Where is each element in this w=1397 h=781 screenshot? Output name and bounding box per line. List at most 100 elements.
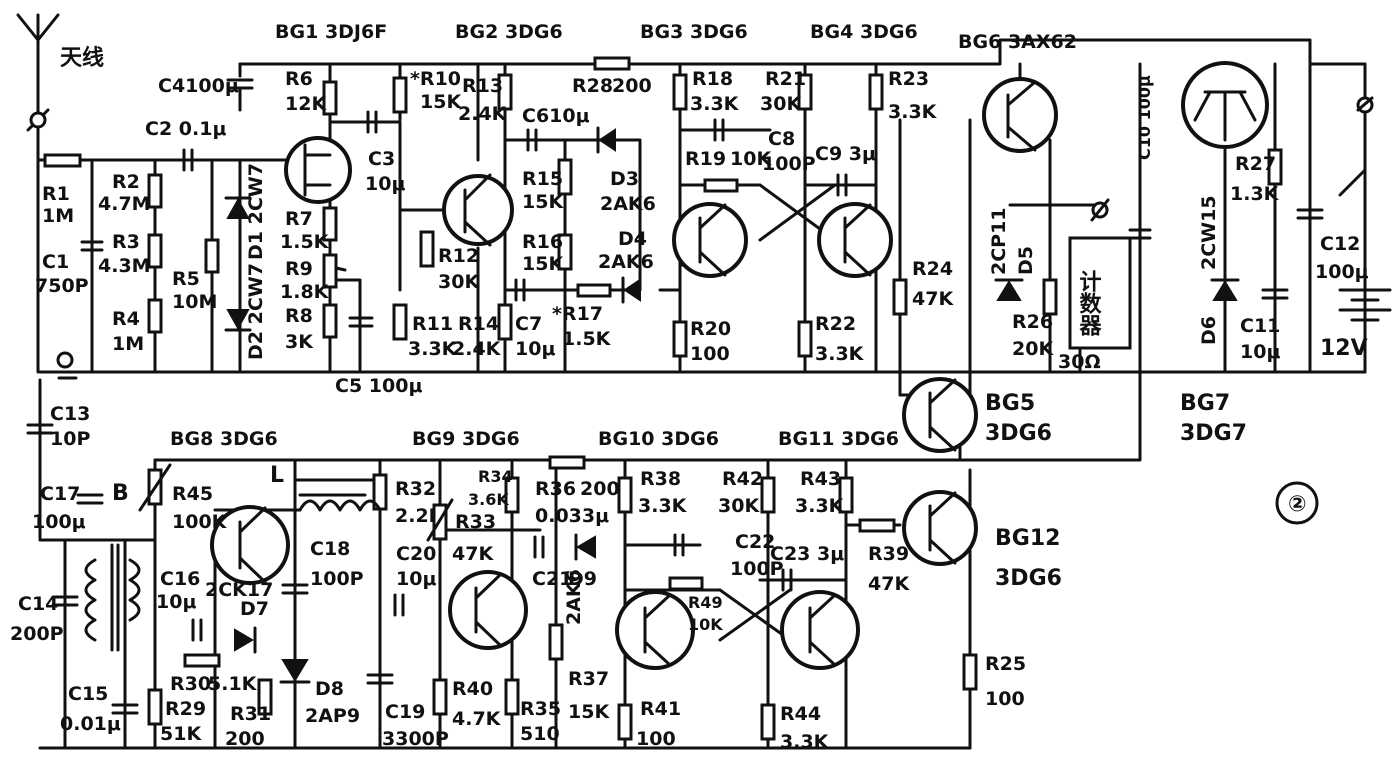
resistor-r17: *R17 1.5K xyxy=(552,285,612,350)
r44-value: 3.3K xyxy=(780,731,830,753)
r43-value: 3.3K xyxy=(795,495,845,517)
c6-name: C6 xyxy=(522,105,549,127)
svg-text:D2 2CW7: D2 2CW7 xyxy=(245,263,267,360)
transistor-bg9: BG9 3DG6 xyxy=(412,428,526,648)
svg-text:BG1 3DJ6F: BG1 3DJ6F xyxy=(275,21,387,43)
r23-value: 3.3K xyxy=(888,101,938,123)
r39-value: 47K xyxy=(868,573,910,595)
svg-text:BG4 3DG6: BG4 3DG6 xyxy=(810,21,918,43)
r15-name: R15 xyxy=(522,168,563,190)
resistor-r31: R31 200 xyxy=(225,680,271,750)
capacitor-c4: C4100μ xyxy=(158,75,252,110)
capacitor-c20: C20 10μ xyxy=(395,543,436,615)
r40-value: 4.7K xyxy=(452,708,502,730)
r4-value: 1M xyxy=(112,333,144,355)
r42-name: R42 xyxy=(722,468,763,490)
r35-value: 510 xyxy=(520,723,560,745)
bg9-type: 3DG6 xyxy=(462,428,520,450)
bg5-type: 3DG6 xyxy=(985,421,1052,446)
c3-value: 10μ xyxy=(365,173,405,195)
r3-name: R3 xyxy=(112,231,140,253)
bg8-name: BG8 xyxy=(170,428,213,450)
counter-box: 计数器 30Ω xyxy=(1058,238,1130,373)
c9-name: C9 xyxy=(815,143,842,165)
resistor-r9: R9 1.8K xyxy=(280,255,345,303)
counter-value: 30Ω xyxy=(1058,351,1101,373)
bg4-type: 3DG6 xyxy=(860,21,918,43)
transistor-bg5: BG5 3DG6 xyxy=(904,379,1052,451)
r22-name: R22 xyxy=(815,313,856,335)
bg10-name: BG10 xyxy=(598,428,655,450)
capacitor-c18: C18 100P xyxy=(283,538,364,593)
battery-label: 12V xyxy=(1320,336,1368,361)
r33-name: R33 xyxy=(455,511,496,533)
coil-l: L xyxy=(270,463,380,510)
r7-value: 1.5K xyxy=(280,231,330,253)
capacitor-c15: C15 0.01μ xyxy=(60,683,137,735)
counter-label: 计数器 xyxy=(1076,270,1103,337)
r25-value: 100 xyxy=(985,688,1025,710)
r20-value: 100 xyxy=(690,343,730,365)
resistor-r41: R41 100 xyxy=(619,698,681,750)
r31-value: 200 xyxy=(225,728,265,750)
c1-name: C1 xyxy=(42,251,69,273)
c2-name: C2 xyxy=(145,118,172,140)
transistor-bg12: BG12 3DG6 xyxy=(904,492,1062,591)
resistor-r24: R24 47K xyxy=(894,258,954,314)
r15-value: 15K xyxy=(522,191,564,213)
r8-value: 3K xyxy=(285,331,314,353)
r9-value: 1.8K xyxy=(280,281,330,303)
resistor-r32: R32 2.2K xyxy=(374,475,445,527)
r33-value: 47K xyxy=(452,543,494,565)
r8-name: R8 xyxy=(285,305,313,327)
r22-value: 3.3K xyxy=(815,343,865,365)
c9-value: 3μ xyxy=(849,143,876,165)
c11-name: C11 xyxy=(1240,315,1280,337)
capacitor-c6: C610μ xyxy=(522,105,590,150)
c17-name: C17 xyxy=(40,483,80,505)
battery-symbol: 12V xyxy=(1320,290,1390,361)
r45-name: R45 xyxy=(172,483,213,505)
capacitor-c10: C10 100μ xyxy=(1130,75,1154,238)
r12-name: R12 xyxy=(438,245,479,267)
r6-name: R6 xyxy=(285,68,313,90)
transistor-bg3: BG3 3DG6 xyxy=(640,21,748,276)
diode-d2: D2 2CW7 xyxy=(226,263,267,360)
r32-value: 2.2K xyxy=(395,505,445,527)
resistor-r45: R45 100K xyxy=(140,465,228,533)
r39-name: R39 xyxy=(868,543,909,565)
resistor-r28: R28 200 xyxy=(572,58,652,97)
r19-name: R19 xyxy=(685,148,726,170)
svg-text:C2 0.1μ: C2 0.1μ xyxy=(145,118,226,140)
svg-text:C4100μ: C4100μ xyxy=(158,75,239,97)
resistor-r8: R8 3K xyxy=(285,305,336,353)
bg7-name: BG7 xyxy=(1180,391,1230,416)
capacitor-c3: C3 10μ xyxy=(365,112,405,195)
r30-name: R30 xyxy=(170,673,211,695)
c14-name: C14 xyxy=(18,593,58,615)
c22-name: C22 xyxy=(735,531,775,553)
transistor-bg1: BG1 3DJ6F xyxy=(275,21,387,202)
figure-number-label: ② xyxy=(1288,492,1307,517)
d9-type: 2AK6 xyxy=(563,569,585,625)
c6-value: 10μ xyxy=(549,105,589,127)
resistor-r14: R14 2.4K xyxy=(452,305,511,360)
svg-text:BG3 3DG6: BG3 3DG6 xyxy=(640,21,748,43)
d3-name: D3 xyxy=(610,168,639,190)
capacitor-c5: C5 100μ xyxy=(335,318,422,397)
antenna-label: 天线 xyxy=(60,45,104,71)
resistor-r36: R36 200 xyxy=(535,457,620,500)
resistor-r42: R42 30K xyxy=(718,468,774,517)
bg2-type: 3DG6 xyxy=(505,21,563,43)
r34-value: 3.6K xyxy=(468,490,509,509)
svg-text:C5 100μ: C5 100μ xyxy=(335,375,422,397)
r29-value: 51K xyxy=(160,723,202,745)
bg11-type: 3DG6 xyxy=(841,428,899,450)
c10-name: C10 xyxy=(1135,126,1154,160)
resistor-r12: R12 30K xyxy=(421,232,480,293)
d4-name: D4 xyxy=(618,228,647,250)
r14-value: 2.4K xyxy=(452,338,502,360)
c15-value: 0.01μ xyxy=(60,713,121,735)
svg-text:BG11 3DG6: BG11 3DG6 xyxy=(778,428,899,450)
c2-value: 0.1μ xyxy=(179,118,227,140)
